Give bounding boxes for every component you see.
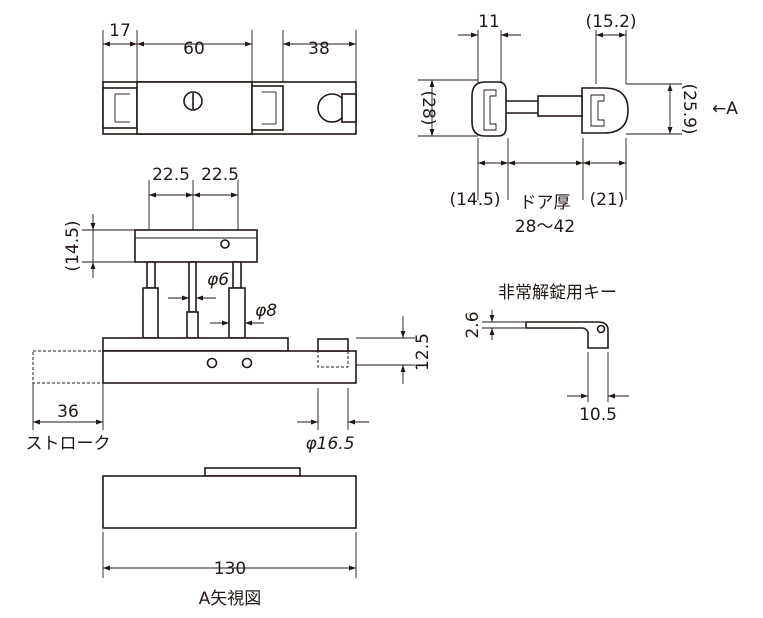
section-view: 11 (15.2) (28) (25.9) ←A (14.5) ドア厚 28～4… — [418, 12, 738, 237]
door-thickness-label: ドア厚 — [520, 193, 571, 213]
dim-phi6: φ6 — [207, 270, 229, 290]
dim-14-5: (14.5) — [63, 220, 83, 271]
dim-38: 38 — [308, 39, 330, 59]
dim-17: 17 — [109, 21, 131, 41]
dim-phi16-5: φ16.5 — [305, 434, 354, 454]
dim-60: 60 — [183, 39, 205, 59]
top-view: 17 60 38 — [102, 21, 357, 135]
dim-15-2: (15.2) — [585, 12, 636, 32]
a-view-caption: A矢視図 — [199, 589, 262, 609]
dim-22-5-right: 22.5 — [201, 165, 239, 185]
dim-22-5-left: 22.5 — [152, 165, 190, 185]
door-thickness-range: 28～42 — [515, 217, 575, 237]
dim-phi8: φ8 — [255, 301, 277, 321]
dim-25-9: (25.9) — [679, 83, 699, 134]
key-title: 非常解錠用キー — [498, 283, 617, 303]
dim-10-5: 10.5 — [579, 405, 617, 425]
dim-14-5-bottom: (14.5) — [449, 190, 500, 210]
dim-2-6: 2.6 — [463, 311, 483, 338]
key-view: 非常解錠用キー 2.6 10.5 — [463, 283, 629, 425]
dim-12-5: 12.5 — [413, 333, 433, 371]
dim-11: 11 — [478, 12, 500, 32]
dim-130: 130 — [214, 559, 246, 579]
side-view: 22.5 22.5 (14.5) φ6 φ8 12.5 — [26, 165, 434, 454]
arrow-a-label: ←A — [712, 99, 738, 119]
a-arrow-view: 130 A矢視図 — [102, 467, 357, 609]
dim-28: (28) — [418, 91, 438, 126]
dim-21: (21) — [590, 190, 625, 210]
dim-36: 36 — [57, 402, 79, 422]
stroke-label: ストローク — [26, 434, 111, 454]
